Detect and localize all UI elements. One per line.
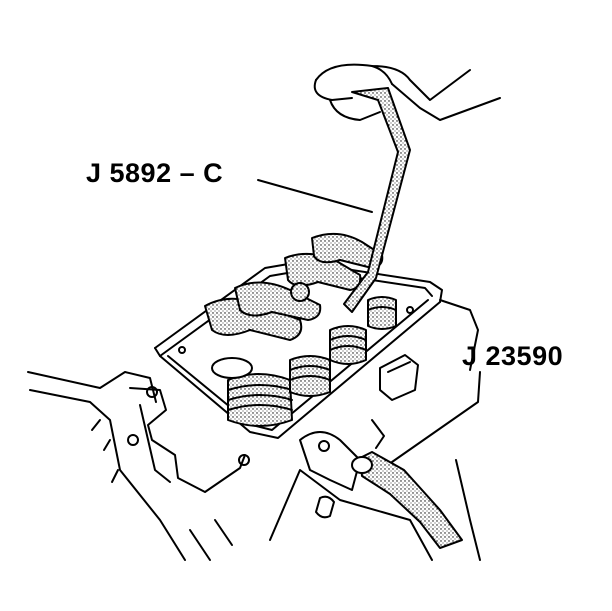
valve-spring-3 [329, 325, 367, 365]
rocker-arm-1 [204, 297, 303, 379]
rocker-arm-2 [234, 281, 322, 321]
valve-spring-2 [289, 355, 331, 397]
callout-j23590: J 23590 [462, 341, 564, 371]
leader-line-j5892c [257, 179, 373, 213]
hand [313, 63, 501, 121]
callout-j5892c: J 5892 – C [86, 158, 224, 188]
valve-spring-1 [227, 373, 293, 427]
engine-block-left [27, 371, 250, 561]
leader-line-j23590 [391, 371, 481, 463]
tool-j5892c [343, 87, 411, 313]
engine-block-right [269, 299, 481, 561]
tool-j23590 [351, 451, 463, 549]
rocker-ball [290, 282, 310, 302]
valve-spring-4 [367, 296, 397, 330]
